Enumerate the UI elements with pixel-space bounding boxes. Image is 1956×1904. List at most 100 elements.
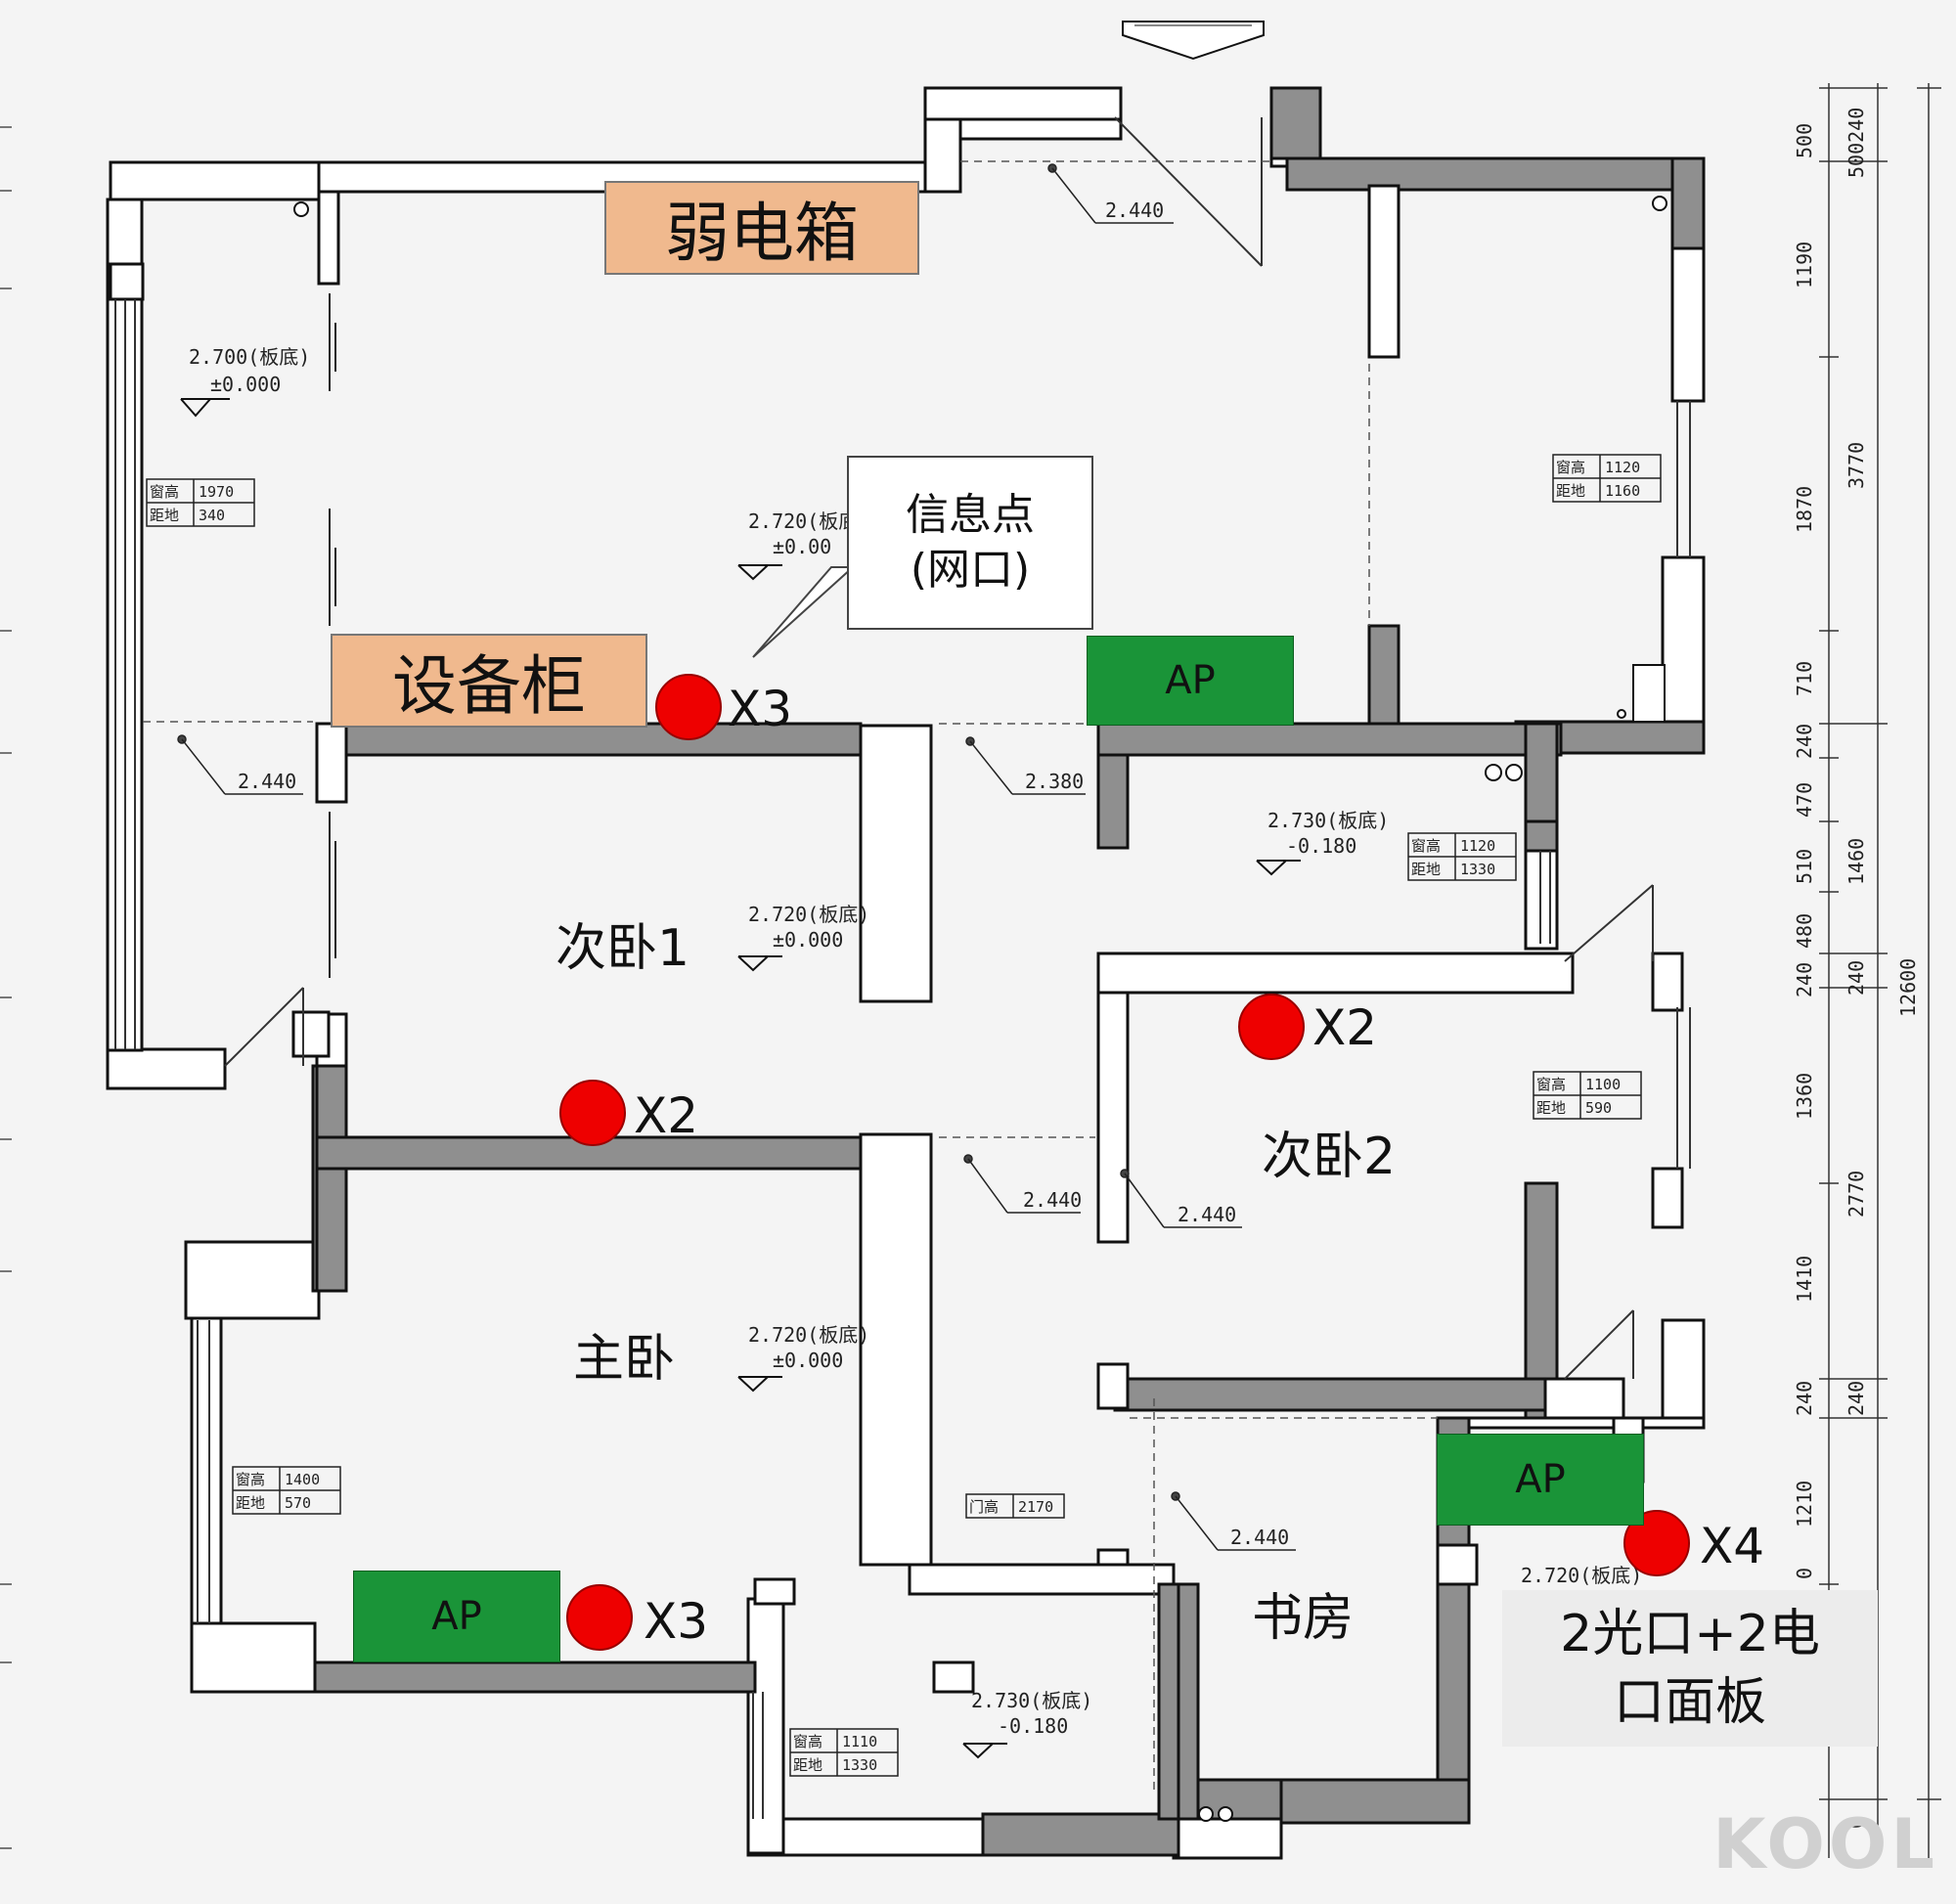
beam-corridor-2: 2.440 [1023, 1188, 1082, 1212]
svg-text:0: 0 [1845, 1817, 1868, 1829]
svg-text:距地: 距地 [1556, 482, 1585, 500]
level-leaders [177, 163, 1296, 1551]
door-height-key: 门高 [969, 1498, 999, 1516]
svg-text:510: 510 [1793, 849, 1816, 884]
level-bath-top-height: 2.730(板底) [1267, 809, 1389, 832]
level-bath-bot-zero: -0.180 [998, 1714, 1068, 1738]
svg-text:2770: 2770 [1845, 1171, 1868, 1218]
level-master-zero: ±0.000 [773, 1349, 843, 1372]
svg-text:1210: 1210 [1793, 1481, 1816, 1528]
svg-text:1330: 1330 [842, 1756, 877, 1774]
beam-corridor-1: 2.380 [1025, 770, 1084, 793]
point-marker-x4 [1623, 1510, 1690, 1576]
svg-text:窗高: 窗高 [236, 1471, 265, 1488]
svg-text:1870: 1870 [1793, 486, 1816, 533]
ap-marker-top: AP [1087, 636, 1294, 726]
dimension-lines [1819, 83, 1941, 1858]
svg-text:1460: 1460 [1845, 838, 1868, 885]
level-study-height: 2.720(板底) [1521, 1564, 1642, 1587]
level-bed1-height: 2.720(板底) [748, 903, 869, 926]
point-marker-x3-bottom [566, 1584, 633, 1651]
info-point-callout: 信息点 (网口) [847, 456, 1093, 630]
equipment-cabinet-label: 设备柜 [331, 634, 647, 728]
window-tables [146, 454, 1662, 1777]
svg-text:1190: 1190 [1793, 242, 1816, 288]
level-bath-bot-height: 2.730(板底) [971, 1689, 1092, 1712]
svg-text:1970: 1970 [199, 483, 234, 501]
beam-bed2: 2.440 [1178, 1203, 1236, 1226]
watermark-logo: KOOL [1712, 1804, 1938, 1884]
point-marker-x3-top [655, 674, 722, 740]
svg-text:窗高: 窗高 [1556, 459, 1585, 476]
north-arrow-icon [1122, 21, 1265, 61]
svg-text:距地: 距地 [150, 507, 179, 524]
interior-walls [291, 184, 1645, 1821]
panel-note-line-1: 2光口+2电 [1560, 1605, 1820, 1663]
svg-text:240: 240 [1793, 1381, 1816, 1416]
ap-marker-study: AP [1437, 1434, 1644, 1526]
svg-text:1110: 1110 [842, 1733, 877, 1750]
svg-text:1360: 1360 [1793, 1073, 1816, 1120]
svg-text:240: 240 [1793, 724, 1816, 759]
point-marker-x2-right [1238, 994, 1305, 1060]
callout-tail [752, 566, 856, 658]
callout-line-2: (网口) [910, 545, 1031, 595]
svg-text:240: 240 [1845, 960, 1868, 996]
svg-text:240: 240 [1793, 962, 1816, 997]
door-swings [224, 116, 1654, 1380]
level-center-zero: ±0.00 [773, 535, 831, 558]
svg-text:590: 590 [1585, 1099, 1612, 1117]
svg-text:470: 470 [1793, 782, 1816, 818]
point-label-x3-bottom: X3 [644, 1593, 708, 1650]
level-master-height: 2.720(板底) [748, 1323, 869, 1347]
room-master: 主卧 [573, 1330, 675, 1389]
beam-left: 2.440 [238, 770, 296, 793]
info-points: X3 X2 X2 X3 X4 [559, 674, 1764, 1651]
exterior-walls [106, 86, 1706, 1860]
svg-text:窗高: 窗高 [1411, 837, 1441, 855]
level-living-zero: ±0.000 [210, 373, 281, 396]
svg-text:710: 710 [1793, 661, 1816, 696]
level-living-height: 2.700(板底) [189, 345, 310, 369]
beam-lines [143, 160, 1438, 1790]
beam-top: 2.440 [1105, 199, 1164, 222]
svg-text:距地: 距地 [1411, 861, 1441, 878]
beam-study: 2.440 [1230, 1526, 1289, 1549]
room-study: 书房 [1252, 1589, 1354, 1648]
sliding-doors [329, 293, 336, 978]
svg-text:240: 240 [1845, 1381, 1868, 1416]
svg-text:1120: 1120 [1605, 459, 1640, 476]
svg-text:500: 500 [1793, 123, 1816, 158]
point-label-x2-left: X2 [634, 1087, 698, 1144]
svg-text:1100: 1100 [1585, 1076, 1621, 1093]
weak-current-box-label: 弱电箱 [604, 181, 919, 275]
svg-text:0: 0 [1793, 1568, 1816, 1579]
svg-text:3770: 3770 [1845, 442, 1868, 489]
svg-text:1400: 1400 [285, 1471, 320, 1488]
svg-text:480: 480 [1793, 913, 1816, 949]
windows [114, 299, 1691, 1819]
svg-text:1410: 1410 [1793, 1256, 1816, 1303]
point-label-x4: X4 [1700, 1518, 1764, 1574]
beam-texts: 2.440 2.440 2.380 2.440 2.440 2.440 [238, 199, 1289, 1549]
svg-text:窗高: 窗高 [150, 483, 179, 501]
left-ruler [0, 126, 12, 1849]
level-bed1-zero: ±0.000 [773, 928, 843, 952]
door-height-value: 2170 [1018, 1498, 1053, 1516]
fixtures [293, 196, 1667, 1822]
room-bed1: 次卧1 [556, 919, 689, 978]
svg-text:1120: 1120 [1460, 837, 1495, 855]
point-label-x2-right: X2 [1312, 999, 1377, 1056]
panel-note: 2光口+2电 口面板 [1502, 1590, 1878, 1747]
dimension-texts: 500 1190 1870 710 240 470 510 480 240 13… [1793, 108, 1920, 1829]
svg-text:1330: 1330 [1460, 861, 1495, 878]
svg-text:340: 340 [199, 507, 225, 524]
elevation-markers [180, 398, 1301, 1759]
svg-text:距地: 距地 [236, 1494, 265, 1512]
point-label-x3-top: X3 [728, 681, 792, 737]
level-bath-top-zero: -0.180 [1286, 834, 1356, 858]
room-bed2: 次卧2 [1262, 1128, 1396, 1186]
callout-line-1: 信息点 [906, 490, 1035, 540]
